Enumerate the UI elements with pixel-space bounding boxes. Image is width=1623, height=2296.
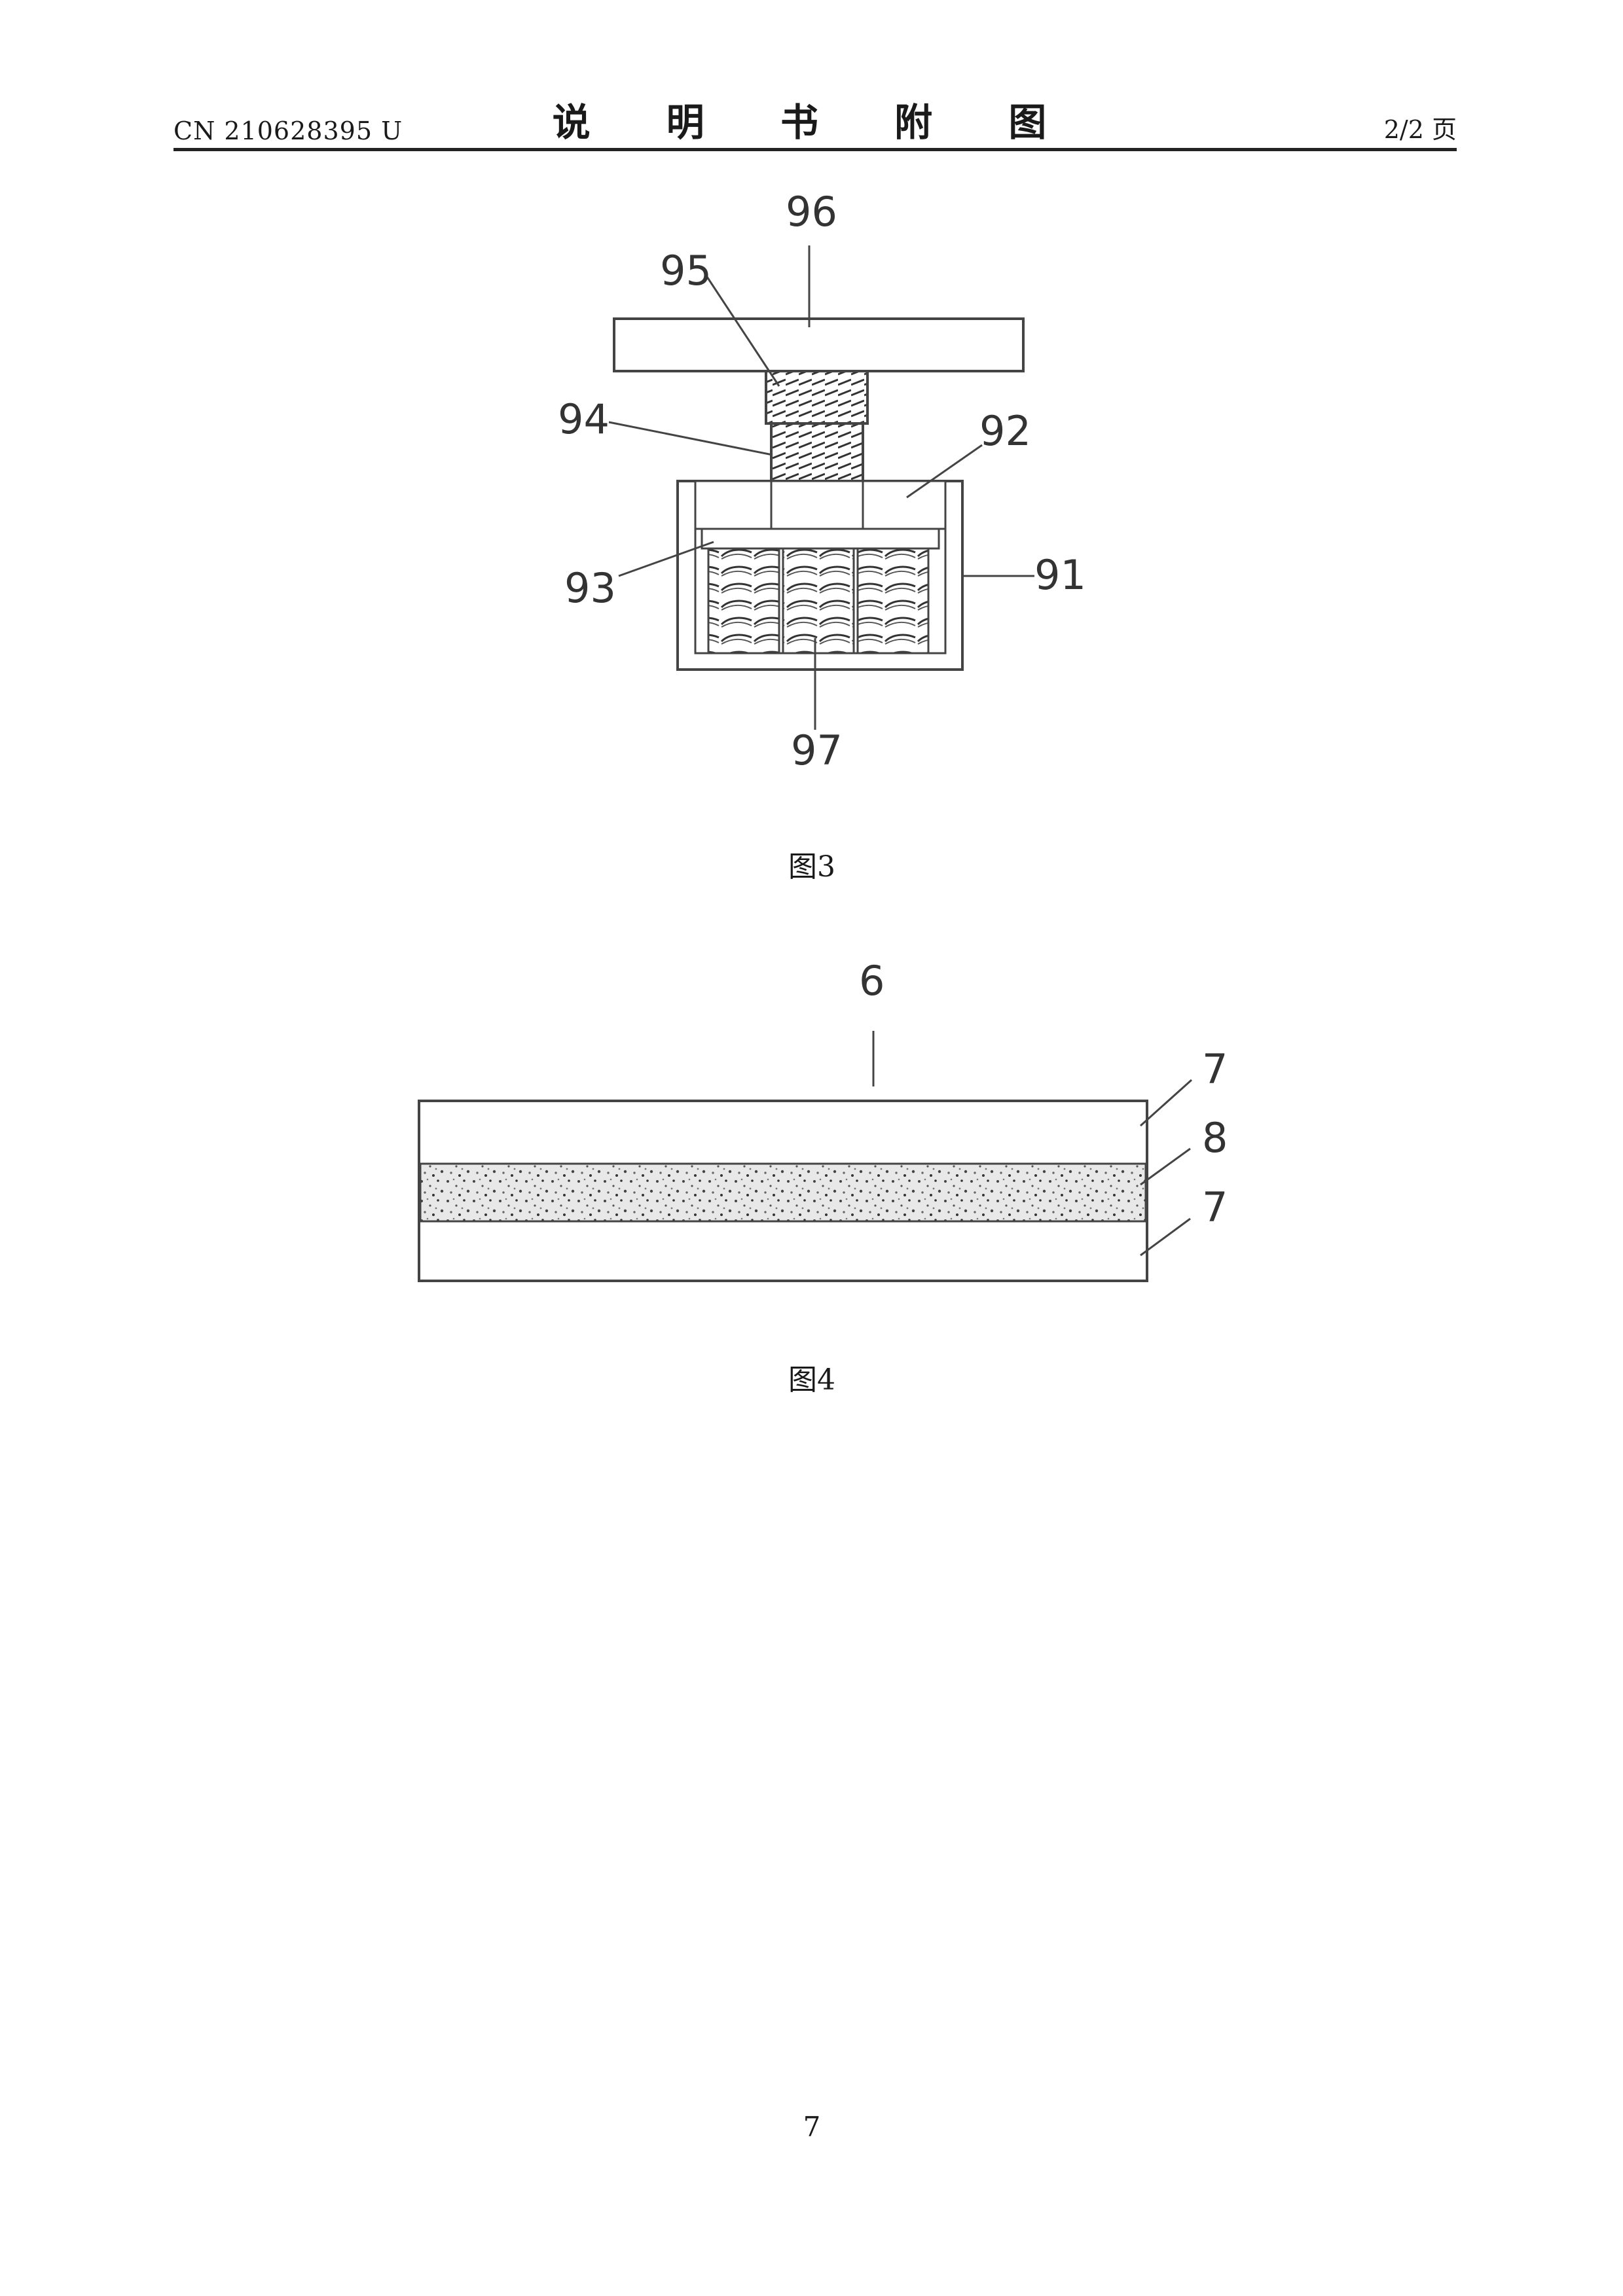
page-number: 7 — [803, 2111, 821, 2143]
core-layer-8 — [419, 1162, 1147, 1223]
label-94: 94 — [558, 395, 610, 443]
label-7-top: 7 — [1202, 1045, 1228, 1093]
threaded-sleeve-95 — [765, 370, 869, 425]
label-96: 96 — [786, 188, 837, 236]
figure-3-caption: 图3 — [788, 850, 835, 884]
label-7-bottom: 7 — [1202, 1183, 1228, 1231]
page-of: 2/2 页 — [1383, 115, 1457, 144]
label-8: 8 — [1202, 1114, 1228, 1162]
document-number: CN 210628395 U — [173, 117, 403, 145]
spring-97 — [782, 547, 855, 655]
figure-4-drawing: 6 7 8 7 — [418, 957, 1228, 1282]
header-rule — [173, 148, 1457, 151]
label-91: 91 — [1034, 551, 1086, 599]
label-93: 93 — [564, 564, 616, 612]
spring-97 — [856, 547, 930, 655]
page-header: CN 210628395 U 说 明 书 附 图 2/2 页 — [173, 98, 1457, 151]
label-95: 95 — [660, 247, 712, 295]
press-plate-93 — [701, 528, 940, 550]
header-title: 说 明 书 附 图 — [552, 100, 1078, 145]
label-97: 97 — [791, 726, 843, 774]
label-92: 92 — [979, 407, 1031, 455]
figure-3-drawing: 96 95 94 92 93 91 97 — [558, 188, 1086, 774]
figure-4-caption: 图4 — [788, 1363, 835, 1397]
label-6: 6 — [859, 957, 884, 1005]
spring-97 — [707, 547, 780, 655]
